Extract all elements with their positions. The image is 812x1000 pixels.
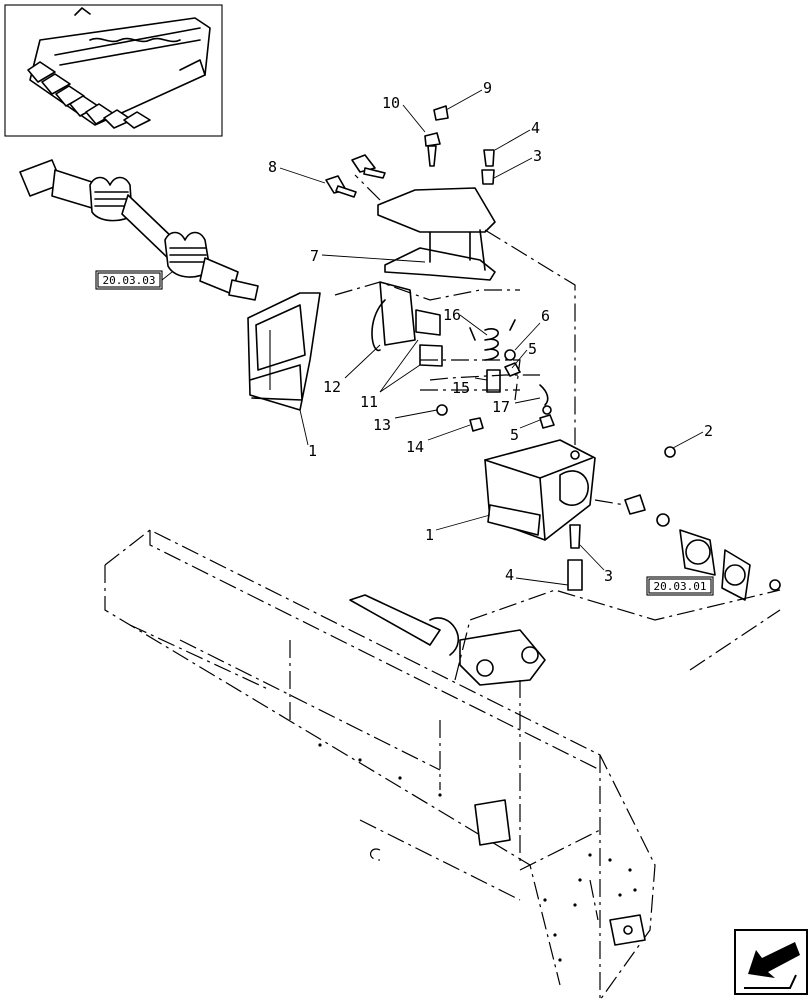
callout-labels: 9 10 4 3 8 7 6 16 5 12 11 15 17 13 14 5 …	[268, 79, 713, 585]
callout-1: 1	[308, 442, 317, 460]
drive-shaft	[19, 159, 259, 301]
callout-9: 9	[483, 79, 492, 97]
callout-17: 17	[492, 398, 510, 416]
right-bracket	[484, 439, 596, 591]
mounting-plate	[377, 187, 496, 281]
callout-4: 4	[531, 119, 540, 137]
bearing-assembly	[624, 446, 781, 601]
spring-assembly	[371, 281, 555, 432]
alignment-lines	[334, 174, 781, 865]
callout-4: 4	[505, 566, 514, 584]
reference-label: 20.03.01	[654, 580, 707, 593]
callout-6: 6	[541, 307, 550, 325]
callout-16: 16	[443, 306, 461, 324]
left-bracket	[247, 292, 321, 411]
callout-15: 15	[452, 379, 470, 397]
leader-lines	[279, 89, 704, 586]
callout-11: 11	[360, 393, 378, 411]
reference-box[interactable]: 20.03.01	[646, 576, 714, 596]
callout-3: 3	[604, 567, 613, 585]
callout-2: 2	[704, 422, 713, 440]
callout-8: 8	[268, 158, 277, 176]
header-frame	[104, 529, 656, 1000]
callout-13: 13	[373, 416, 391, 434]
callout-7: 7	[310, 247, 319, 265]
bolts-top	[325, 105, 495, 198]
reference-label: 20.03.03	[103, 274, 156, 287]
corn-header-thumbnail[interactable]	[4, 4, 223, 137]
callout-14: 14	[406, 438, 424, 456]
reference-box[interactable]: 20.03.03	[95, 270, 173, 290]
callout-10: 10	[382, 94, 400, 112]
callout-1: 1	[425, 526, 434, 544]
callout-3: 3	[533, 147, 542, 165]
callout-12: 12	[323, 378, 341, 396]
callout-5: 5	[528, 340, 537, 358]
callout-5: 5	[510, 426, 519, 444]
back-arrow-icon[interactable]	[734, 929, 808, 995]
